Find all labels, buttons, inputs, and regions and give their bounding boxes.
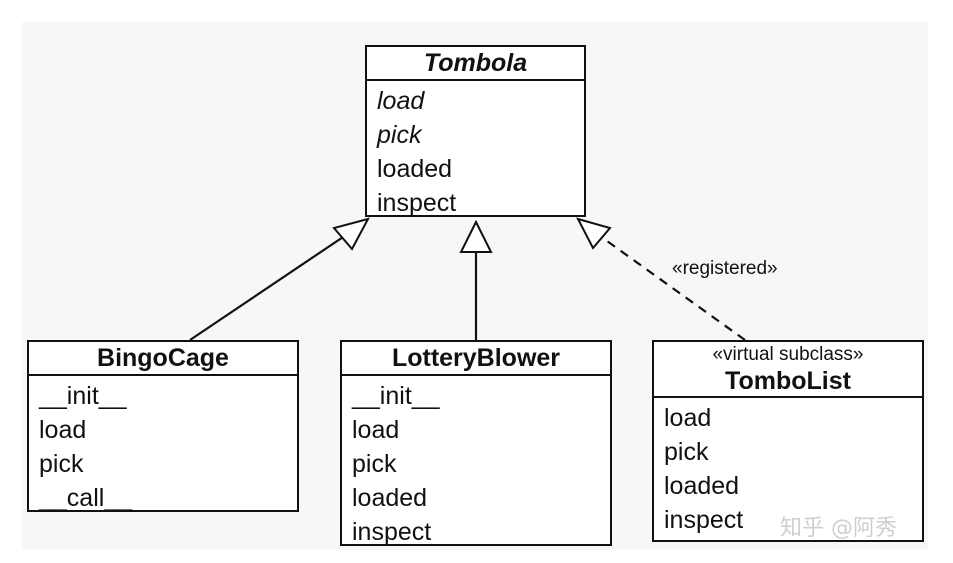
member-init: __init__ [352,382,440,410]
class-name-tombola: Tombola [367,47,584,81]
tombolist-registered-line [599,235,746,341]
member-init: __init__ [39,382,127,410]
member-pick: pick [377,121,422,149]
member-inspect: inspect [664,506,744,534]
member-pick: pick [352,450,397,478]
tombola-members: load pick loaded inspect [367,81,584,220]
member-inspect: inspect [352,518,432,546]
tombolist-header: «virtual subclass» TomboList [654,342,922,398]
class-box-bingocage: BingoCage __init__ load pick __call__ [27,340,299,512]
member-inspect: inspect [377,189,457,217]
lotteryblower-inheritance-arrowhead [459,219,493,253]
tombolist-members: load pick loaded inspect [654,398,922,537]
registered-label: «registered» [672,258,778,279]
member-loaded: loaded [377,155,453,183]
class-box-lotteryblower: LotteryBlower __init__ load pick loaded … [340,340,612,546]
bingocage-inheritance-arrowhead [332,217,370,251]
watermark-text: 知乎 @阿秀 [780,516,897,541]
class-box-tombolist: «virtual subclass» TomboList load pick l… [652,340,924,542]
class-name-tombolist: TomboList [725,367,851,395]
lotteryblower-members: __init__ load pick loaded inspect [342,376,610,549]
class-name-lotteryblower: LotteryBlower [342,342,610,376]
member-call: __call__ [39,484,133,512]
stereotype-label: «virtual subclass» [712,344,864,365]
class-box-tombola: Tombola load pick loaded inspect [365,45,586,217]
tombolist-registered-arrowhead [576,217,612,250]
bingocage-inheritance-line [189,230,353,341]
bingocage-members: __init__ load pick __call__ [29,376,297,515]
member-loaded: loaded [352,484,428,512]
member-load: load [39,416,87,444]
member-load: load [664,404,712,432]
member-loaded: loaded [664,472,740,500]
member-pick: pick [39,450,84,478]
class-name-bingocage: BingoCage [29,342,297,376]
member-pick: pick [664,438,709,466]
member-load: load [352,416,400,444]
member-load: load [377,87,425,115]
